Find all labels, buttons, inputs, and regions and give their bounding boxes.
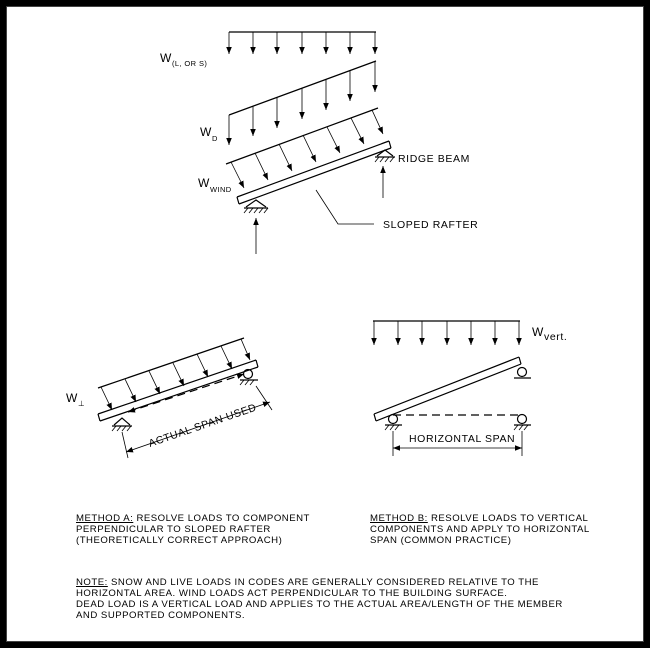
wind-load-arrows bbox=[225, 107, 384, 189]
w-dead-subscript: D bbox=[212, 134, 218, 143]
dead-load-arrows bbox=[226, 60, 378, 145]
left-roller-support-b bbox=[384, 413, 402, 431]
method-b-diagram: W vert. HO bbox=[371, 320, 567, 456]
method-a-diagram: W ⊥ bbox=[66, 337, 273, 459]
live-snow-load-arrows bbox=[226, 31, 378, 54]
method-a-heading: METHOD A: bbox=[76, 513, 134, 524]
general-note: NOTE: SNOW AND LIVE LOADS IN CODES ARE G… bbox=[76, 577, 563, 621]
method-a-line1: RESOLVE LOADS TO COMPONENT bbox=[133, 513, 310, 524]
method-a-description: METHOD A: RESOLVE LOADS TO COMPONENT PER… bbox=[76, 513, 310, 546]
horizontal-span-dimension bbox=[392, 431, 523, 456]
actual-span-dimension bbox=[121, 385, 273, 459]
note-line4: AND SUPPORTED COMPONENTS. bbox=[76, 610, 246, 621]
horizontal-span-label: HORIZONTAL SPAN bbox=[409, 433, 515, 445]
perpendicular-load-arrows bbox=[100, 338, 251, 411]
sloped-rafter-leader bbox=[315, 189, 374, 225]
method-b-heading: METHOD B: bbox=[370, 513, 428, 524]
sloped-rafter-label: SLOPED RAFTER bbox=[383, 219, 478, 231]
vertical-load-arrows bbox=[371, 320, 522, 345]
method-a-line2: PERPENDICULAR TO SLOPED RAFTER bbox=[76, 524, 271, 535]
note-line1: SNOW AND LIVE LOADS IN CODES ARE GENERAL… bbox=[107, 577, 539, 588]
w-wind-subscript: WIND bbox=[210, 185, 232, 194]
actual-span-dashed-line bbox=[127, 373, 245, 413]
left-pin-support bbox=[243, 199, 269, 254]
method-a-line3: (THEORETICALLY CORRECT APPROACH) bbox=[76, 535, 283, 546]
rafter-b bbox=[373, 356, 522, 422]
w-wind-label: W bbox=[198, 176, 210, 190]
ridge-beam-label: RIDGE BEAM bbox=[398, 153, 470, 165]
top-load-diagram: W (L, OR S) W D W WIND bbox=[160, 31, 478, 254]
w-dead-label: W bbox=[200, 125, 212, 139]
method-b-description: METHOD B: RESOLVE LOADS TO VERTICAL COMP… bbox=[370, 513, 590, 546]
left-pin-support-a bbox=[111, 417, 132, 432]
method-b-line2: COMPONENTS AND APPLY TO HORIZONTAL bbox=[370, 524, 590, 535]
w-vert-label: W bbox=[532, 325, 544, 339]
ridge-beam-support bbox=[374, 149, 395, 198]
note-heading: NOTE: bbox=[76, 577, 108, 588]
actual-span-label: ACTUAL SPAN USED bbox=[147, 402, 258, 450]
drawing-sheet bbox=[6, 6, 644, 642]
method-b-line1: RESOLVE LOADS TO VERTICAL bbox=[427, 513, 589, 524]
sloped-rafter bbox=[236, 140, 392, 205]
w-perp-subscript: ⊥ bbox=[78, 399, 85, 408]
w-vert-subscript: vert. bbox=[544, 331, 567, 343]
method-b-line3: SPAN (COMMON PRACTICE) bbox=[370, 535, 512, 546]
w-live-snow-label: W bbox=[160, 51, 172, 65]
note-line3: DEAD LOAD IS A VERTICAL LOAD AND APPLIES… bbox=[76, 599, 563, 610]
right-roller-support-a bbox=[239, 368, 258, 386]
w-live-snow-subscript: (L, OR S) bbox=[172, 59, 207, 68]
note-line2: HORIZONTAL AREA. WIND LOADS ACT PERPENDI… bbox=[76, 588, 508, 599]
right-roller-support-b bbox=[513, 366, 531, 431]
w-perp-label: W bbox=[66, 391, 78, 405]
